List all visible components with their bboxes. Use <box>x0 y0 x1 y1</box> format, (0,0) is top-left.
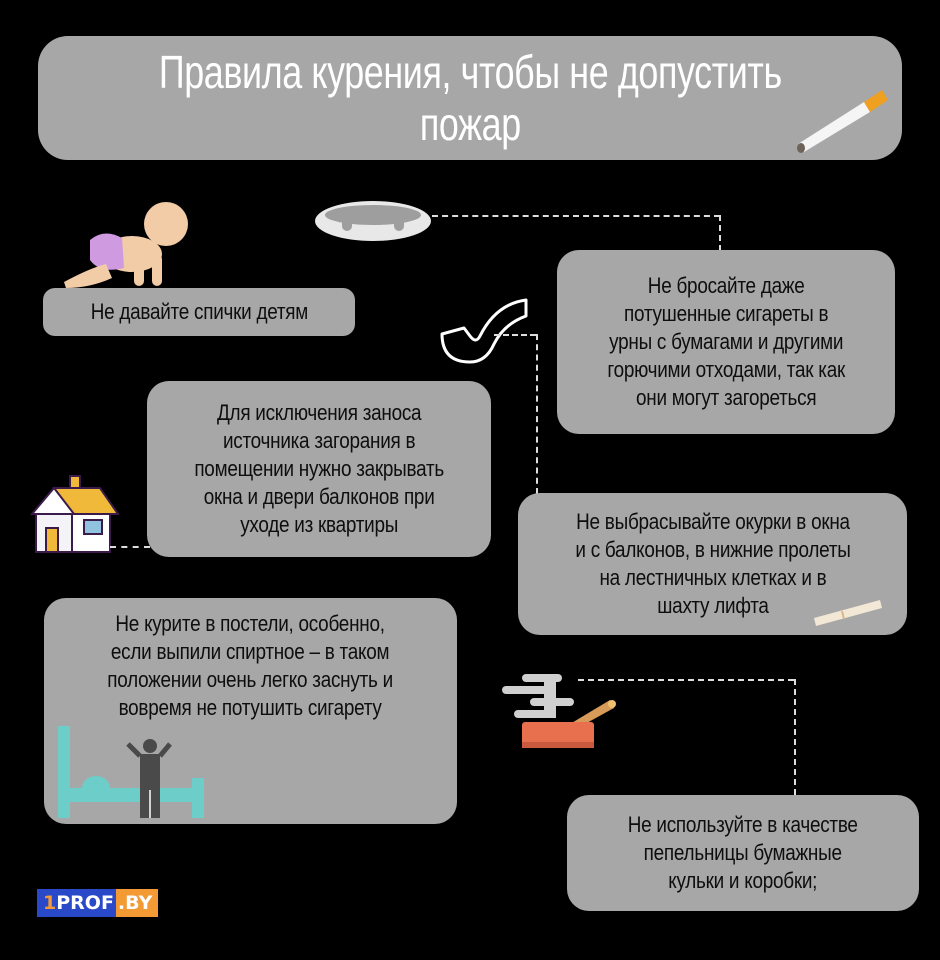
connector-line <box>494 334 536 336</box>
rule-card-bed: Не курите в постели, особенно, если выпи… <box>44 598 457 824</box>
rule-text: Не бросайте даже потушенные сигареты в у… <box>607 273 845 410</box>
connector-line <box>794 679 796 795</box>
cigarette-butt-icon <box>814 600 882 626</box>
connector-line <box>536 334 538 494</box>
rule-card-windows: Для исключения заноса источника загорани… <box>147 381 491 557</box>
ashtray-icon <box>315 201 431 241</box>
smoking-ashtray-icon <box>502 674 616 748</box>
logo-part-blue: 1PROF <box>37 889 116 917</box>
connector-line <box>719 215 721 251</box>
title-banner: Правила курения, чтобы не допустить пожа… <box>38 36 902 160</box>
baby-crawling-icon <box>64 202 188 288</box>
rule-text: Не используйте в качестве пепельницы бум… <box>628 812 858 893</box>
cigarette-icon <box>797 90 888 153</box>
connector-line <box>432 215 720 217</box>
rule-card-children: Не давайте спички детям <box>43 288 355 336</box>
pipe-icon <box>440 298 528 364</box>
bed-person-icon <box>58 726 204 818</box>
connector-line <box>578 679 794 681</box>
site-logo[interactable]: 1PROF .BY <box>37 889 159 917</box>
page-title: Правила курения, чтобы не допустить пожа… <box>158 46 782 150</box>
house-icon <box>30 475 120 553</box>
rule-text: Не давайте спички детям <box>90 299 308 324</box>
rule-card-paper: Не используйте в качестве пепельницы бум… <box>567 795 919 911</box>
logo-part-orange: .BY <box>115 889 159 917</box>
rule-text: Не выбрасывайте окурки в окна и с балкон… <box>574 509 851 618</box>
rule-card-extinguished: Не бросайте даже потушенные сигареты в у… <box>557 250 895 434</box>
rule-text: Не курите в постели, особенно, если выпи… <box>107 611 394 720</box>
connector-line <box>110 546 150 548</box>
rule-card-butts: Не выбрасывайте окурки в окна и с балкон… <box>518 493 907 635</box>
rule-text: Для исключения заноса источника загорани… <box>194 400 444 537</box>
